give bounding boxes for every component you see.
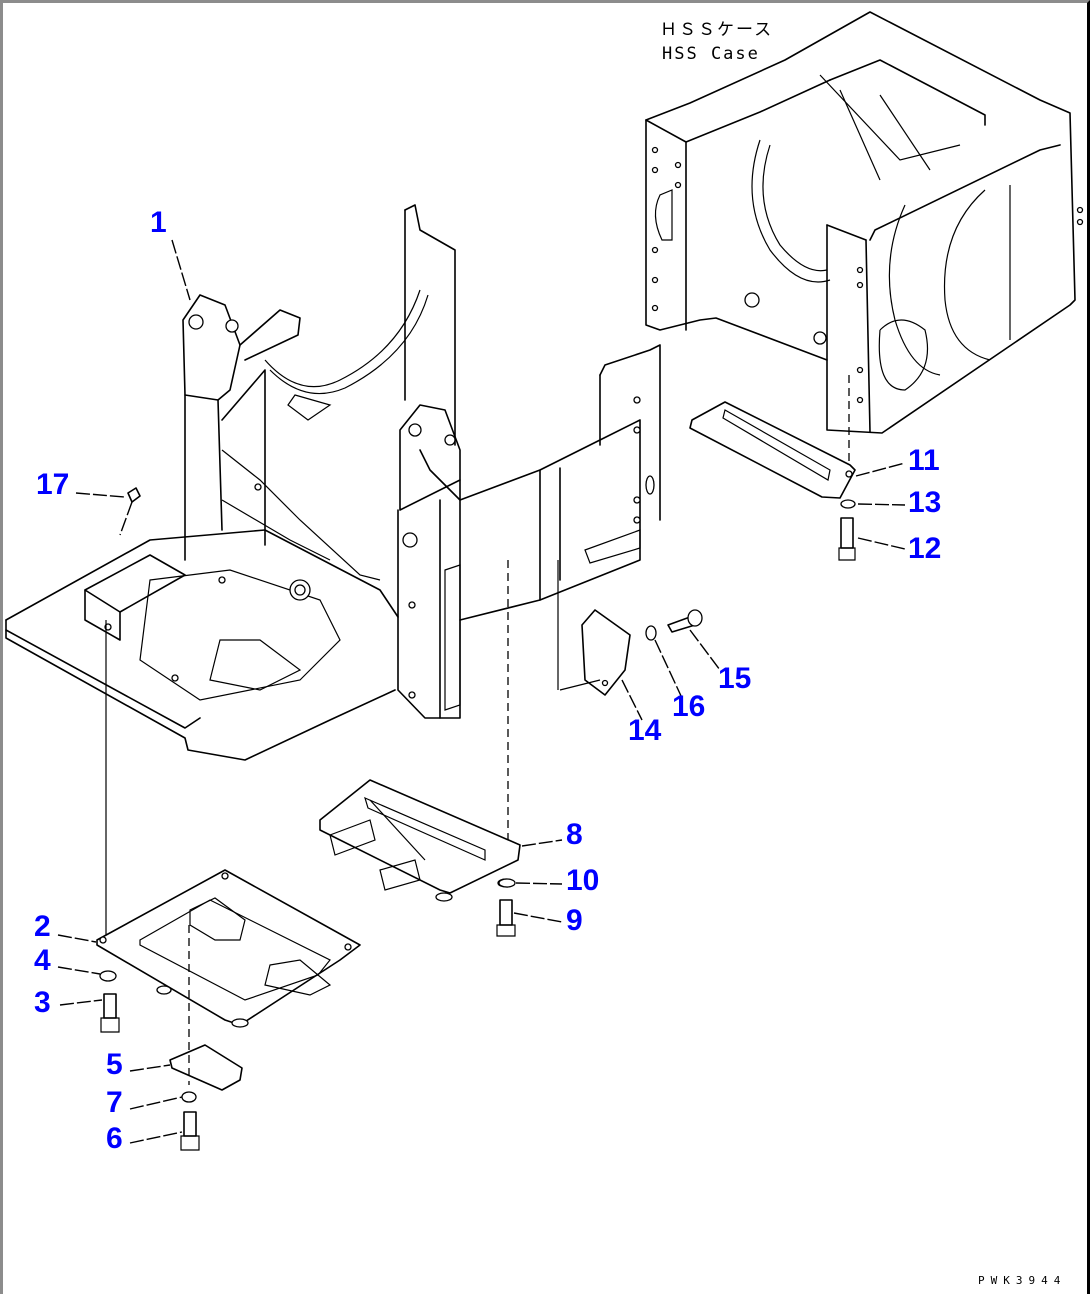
washer-4 — [99, 970, 117, 982]
washer-16 — [645, 625, 657, 641]
callout-6: 6 — [106, 1122, 123, 1155]
under-plate-11 — [689, 401, 856, 561]
callout-11: 11 — [908, 444, 940, 477]
hss-case-label-jp: ＨＳＳケース — [660, 20, 774, 40]
bracket-plate-8 — [319, 779, 521, 937]
floor-cover-plate-2 — [96, 869, 361, 1085]
callout-8: 8 — [566, 818, 583, 851]
side-cover-14 — [557, 560, 631, 696]
callout-4: 4 — [34, 944, 51, 977]
small-cover-5 — [169, 1044, 243, 1091]
callout-16: 16 — [672, 690, 706, 723]
bolt-3 — [100, 993, 120, 1033]
main-frame — [5, 204, 661, 840]
hss-case-label-en: HSS Case — [662, 44, 760, 64]
callout-7: 7 — [106, 1086, 123, 1119]
callout-9: 9 — [566, 904, 583, 937]
washer-7 — [181, 1091, 197, 1103]
callout-10: 10 — [566, 864, 600, 897]
bolt-15 — [667, 609, 703, 633]
callout-12: 12 — [908, 532, 942, 565]
callout-14: 14 — [628, 714, 662, 747]
washer-10 — [498, 878, 516, 888]
hss-case — [645, 11, 1084, 465]
bolt-6 — [180, 1111, 200, 1151]
clip-17 — [127, 487, 141, 503]
callout-2: 2 — [34, 910, 51, 943]
leader-lines — [57, 239, 906, 1144]
drawing-code: PWK3944 — [978, 1274, 1067, 1287]
callout-15: 15 — [718, 662, 752, 695]
callout-17: 17 — [36, 468, 70, 501]
callout-1: 1 — [150, 206, 167, 239]
callout-3: 3 — [34, 986, 51, 1019]
callout-5: 5 — [106, 1048, 123, 1081]
callout-13: 13 — [908, 486, 942, 519]
